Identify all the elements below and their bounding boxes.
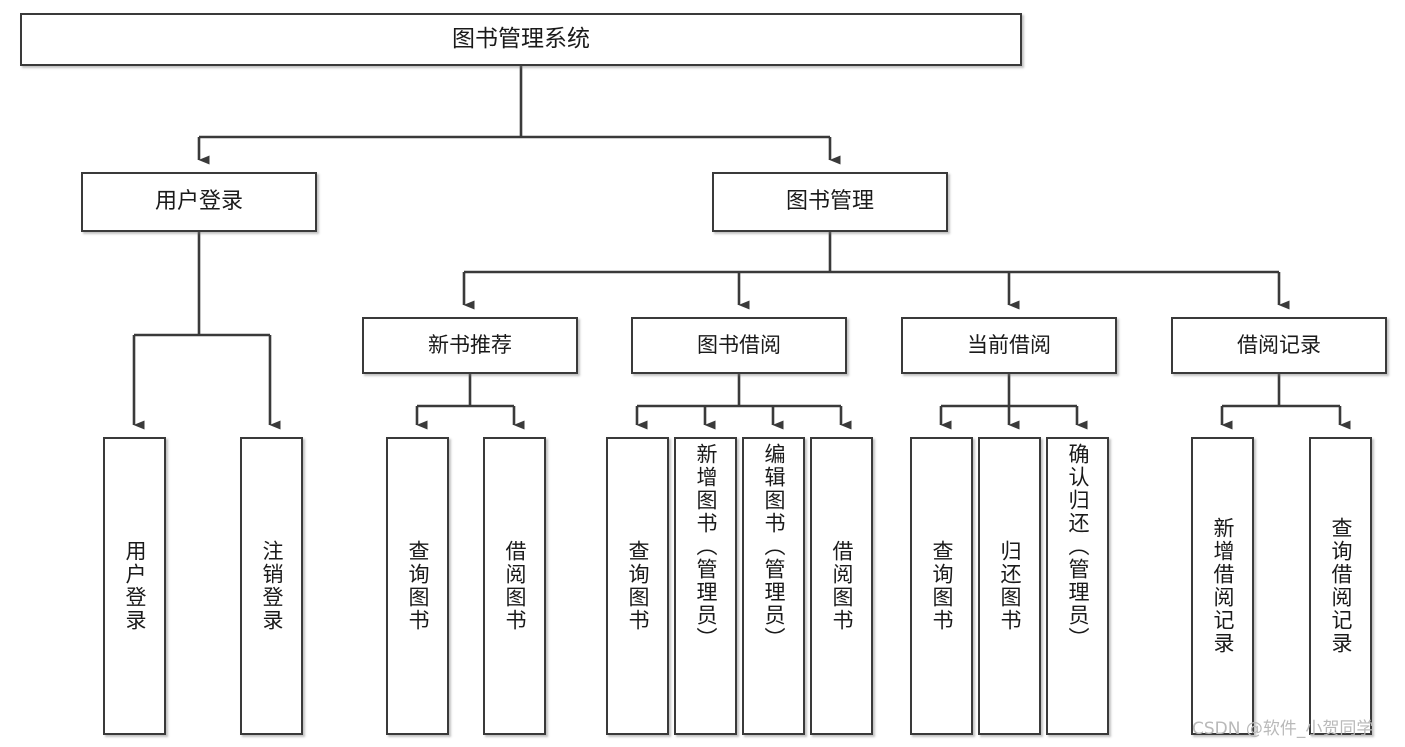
node-new-book-recommend[interactable]: 新书推荐 (362, 317, 578, 374)
leaf-current-confirm-return[interactable]: 确认归还（管理员） (1046, 437, 1109, 735)
leaf-borrow-edit-book-label: 编辑图书（管理员） (762, 443, 786, 650)
node-book-borrow[interactable]: 图书借阅 (631, 317, 847, 374)
node-root[interactable]: 图书管理系统 (20, 13, 1022, 66)
leaf-recommend-query-book[interactable]: 查询图书 (386, 437, 449, 735)
leaf-recommend-borrow-book-label: 借阅图书 (503, 540, 527, 632)
leaf-record-add-record-label: 新增借阅记录 (1211, 517, 1235, 655)
leaf-current-query-book-label: 查询图书 (930, 540, 954, 632)
leaf-recommend-borrow-book[interactable]: 借阅图书 (483, 437, 546, 735)
leaf-user-login-signin[interactable]: 用户登录 (103, 437, 166, 735)
node-current-borrow-label: 当前借阅 (967, 332, 1051, 357)
node-book-borrow-label: 图书借阅 (697, 332, 781, 357)
leaf-current-return-book[interactable]: 归还图书 (978, 437, 1041, 735)
node-user-login[interactable]: 用户登录 (81, 172, 317, 232)
leaf-current-return-book-label: 归还图书 (998, 540, 1022, 632)
leaf-current-confirm-return-label: 确认归还（管理员） (1066, 443, 1090, 650)
leaf-borrow-query-book-label: 查询图书 (626, 540, 650, 632)
leaf-record-query-record[interactable]: 查询借阅记录 (1309, 437, 1372, 735)
leaf-borrow-borrow-book-label: 借阅图书 (830, 540, 854, 632)
leaf-user-login-signout-label: 注销登录 (260, 540, 284, 632)
node-book-management[interactable]: 图书管理 (712, 172, 948, 232)
csdn-watermark: CSDN @软件_小贺同学 (1192, 719, 1374, 739)
node-current-borrow[interactable]: 当前借阅 (901, 317, 1117, 374)
leaf-borrow-add-book[interactable]: 新增图书（管理员） (674, 437, 737, 735)
leaf-current-query-book[interactable]: 查询图书 (910, 437, 973, 735)
leaf-record-add-record[interactable]: 新增借阅记录 (1191, 437, 1254, 735)
leaf-user-login-signout[interactable]: 注销登录 (240, 437, 303, 735)
node-book-management-label: 图书管理 (785, 188, 874, 214)
leaf-borrow-query-book[interactable]: 查询图书 (606, 437, 669, 735)
leaf-user-login-signin-label: 用户登录 (123, 540, 147, 632)
leaf-recommend-query-book-label: 查询图书 (406, 540, 430, 632)
node-borrow-record[interactable]: 借阅记录 (1171, 317, 1387, 374)
node-new-book-recommend-label: 新书推荐 (428, 332, 512, 357)
leaf-borrow-edit-book[interactable]: 编辑图书（管理员） (742, 437, 805, 735)
node-borrow-record-label: 借阅记录 (1237, 332, 1321, 357)
node-root-label: 图书管理系统 (452, 25, 590, 52)
leaf-record-query-record-label: 查询借阅记录 (1329, 517, 1353, 655)
leaf-borrow-add-book-label: 新增图书（管理员） (694, 443, 718, 650)
node-user-login-label: 用户登录 (154, 188, 243, 214)
leaf-borrow-borrow-book[interactable]: 借阅图书 (810, 437, 873, 735)
